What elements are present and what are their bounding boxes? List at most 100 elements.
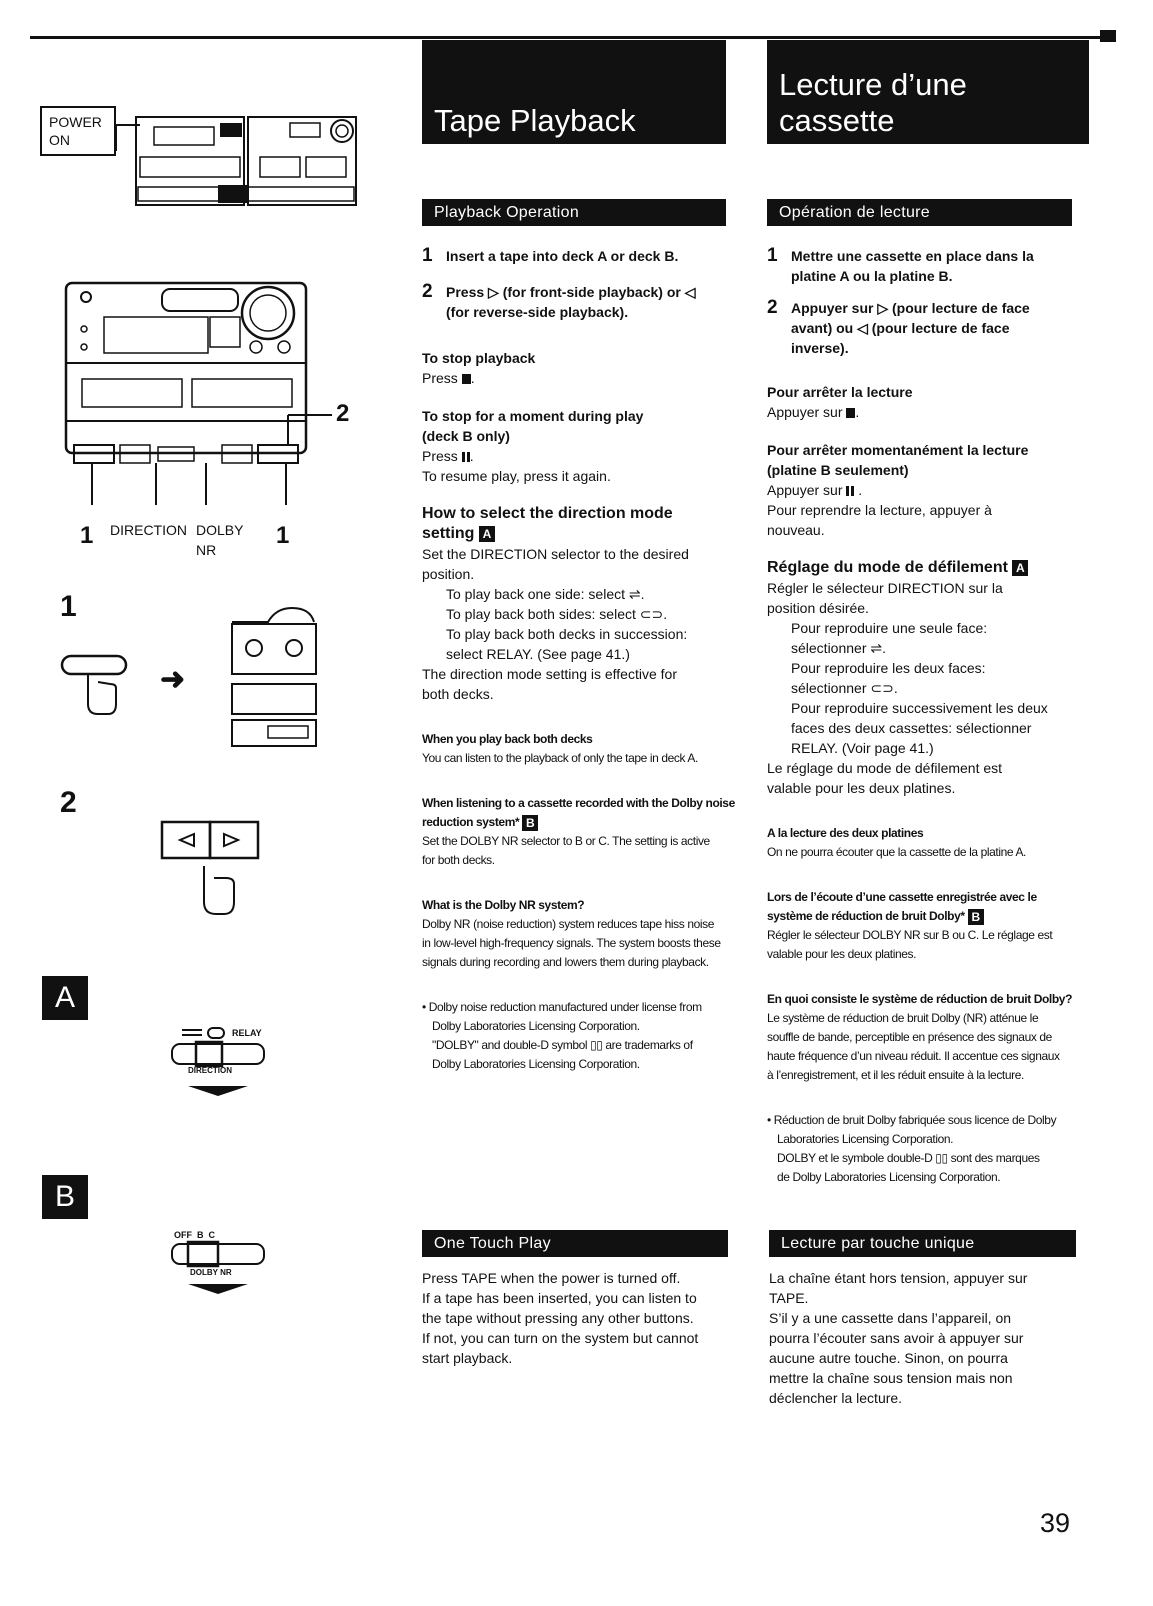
en-dir-head-2-text: setting xyxy=(422,525,475,542)
on-text: ON xyxy=(49,132,70,148)
en-dolby-body-1: Set the DOLBY NR selector to B or C. The… xyxy=(422,834,710,848)
fr-dolby-box: B xyxy=(967,908,984,925)
fr-step-2-b: avant) ou ◁ (pour lecture de face xyxy=(791,320,1010,336)
cassette-deck-illustration xyxy=(64,281,332,505)
fr-dir-opt3-3: RELAY. (Voir page 41.) xyxy=(791,740,934,756)
en-dir-body-1: Set the DIRECTION selector to the desire… xyxy=(422,546,689,562)
en-step-1-text: Insert a tape into deck A or deck B. xyxy=(446,248,679,264)
section-lecture-par-touche-unique: Lecture par touche unique xyxy=(769,1230,1076,1257)
hand-press-illustration xyxy=(60,654,128,715)
pause-icon-fr xyxy=(846,486,855,496)
fr-both-body: On ne pourra écouter que la cassette de … xyxy=(767,845,1026,859)
en-dir-head-1: How to select the direction mode xyxy=(422,505,673,522)
fr-step-1-num: 1 xyxy=(767,245,778,266)
en-whatis-body-1: Dolby NR (noise reduction) system reduce… xyxy=(422,917,715,931)
en-step-2-a: Press ▷ (for front-side playback) or ◁ xyxy=(446,284,696,300)
fr-otp-5: aucune autre touche. Sinon, on pourra xyxy=(769,1350,1008,1366)
fr-dir-effective-1: Le réglage du mode de défilement est xyxy=(767,760,1003,776)
fr-dir-box: A xyxy=(1012,559,1029,576)
en-otp-3: the tape without pressing any other butt… xyxy=(422,1310,694,1326)
en-dir-opt3-1: To play back both decks in succession: xyxy=(446,626,688,642)
fr-dir-opt3-2: faces des deux cassettes: sélectionner xyxy=(791,720,1032,736)
en-otp-5: start playback. xyxy=(422,1350,513,1366)
fr-otp-4: pourra l’écouter sans avoir à appuyer su… xyxy=(769,1330,1024,1346)
fr-pause-press: Appuyer sur xyxy=(767,482,843,498)
fr-pause-resume-1: Pour reprendre la lecture, appuyer à xyxy=(767,502,992,518)
en-otp-1: Press TAPE when the power is turned off. xyxy=(422,1270,681,1286)
title-en: Tape Playback xyxy=(434,103,636,138)
en-whatis-body-2: in low-level high-frequency signals. The… xyxy=(422,936,721,950)
en-pause-body: Press . xyxy=(422,448,474,464)
fr-otp-1: La chaîne étant hors tension, appuyer su… xyxy=(769,1270,1028,1286)
fr-pause-head-2: (platine B seulement) xyxy=(767,462,909,478)
fr-whatis-body-1: Le système de réduction de bruit Dolby (… xyxy=(767,1011,1039,1025)
callout-2: 2 xyxy=(336,400,350,427)
en-step-1-num: 1 xyxy=(422,245,433,266)
en-note-1: • Dolby noise reduction manufactured und… xyxy=(422,1000,702,1014)
en-step-1: 1 Insert a tape into deck A or deck B. xyxy=(422,246,742,266)
fr-step-2-c: inverse). xyxy=(791,340,849,356)
stop-icon xyxy=(461,374,471,384)
en-dolby-head-2-text: reduction system* xyxy=(422,815,520,829)
nr-label: NR xyxy=(196,542,217,558)
cassette-insert-illustration xyxy=(231,606,317,747)
fr-dir-body-2: position désirée. xyxy=(767,600,869,616)
fr-dolby-head-1: Lors de l’écoute d’une cassette enregist… xyxy=(767,890,1037,904)
en-dolby-body-2: for both decks. xyxy=(422,853,495,867)
en-whatis-body-3: signals during recording and lowers them… xyxy=(422,955,709,969)
fr-dolby-head-2-text: système de réduction de bruit Dolby* xyxy=(767,909,965,923)
callout-1-right: 1 xyxy=(276,522,290,549)
en-dolby-box: B xyxy=(522,814,539,831)
en-both-body: You can listen to the playback of only t… xyxy=(422,751,698,765)
fr-otp-7: déclencher la lecture. xyxy=(769,1390,903,1406)
fr-dir-effective-2: valable pour les deux platines. xyxy=(767,780,956,796)
top-rule xyxy=(30,36,1116,39)
fr-whatis-body-3: haute fréquence d’un niveau réduit. Il a… xyxy=(767,1049,1060,1063)
en-step-2-text: Press ▷ (for front-side playback) or ◁(f… xyxy=(446,282,742,322)
en-pause-resume: To resume play, press it again. xyxy=(422,468,611,484)
en-note-3: "DOLBY" and double-D symbol ▯▯ are trade… xyxy=(432,1038,693,1052)
fr-note-3: DOLBY et le symbole double-D ▯▯ sont des… xyxy=(777,1151,1040,1165)
direction-selector-illustration xyxy=(171,1027,265,1096)
en-dir-opt1: To play back one side: select ⇌. xyxy=(446,586,645,602)
fr-whatis-head: En quoi consiste le système de réduction… xyxy=(767,992,1072,1006)
fr-both-head: A la lecture des deux platines xyxy=(767,826,924,840)
en-dir-body-2: position. xyxy=(422,566,475,582)
fr-dir-opt3-1: Pour reproduire successivement les deux xyxy=(791,700,1048,716)
dolby-label: DOLBY xyxy=(196,522,244,538)
en-step-2-num: 2 xyxy=(422,281,433,302)
fr-dir-opt1-1: Pour reproduire une seule face: xyxy=(791,620,988,636)
fr-dir-opt1-2: sélectionner ⇌. xyxy=(791,640,886,656)
dolby-nr-small-label: DOLBY NR xyxy=(190,1268,232,1277)
title-en-block: Tape Playback xyxy=(422,40,726,144)
power-on-label: POWER ON xyxy=(40,106,116,156)
en-stop-body: Press . xyxy=(422,370,475,386)
direction-label: DIRECTION xyxy=(110,522,187,538)
en-note-4: Dolby Laboratories Licensing Corporation… xyxy=(432,1057,640,1071)
en-one-touch-body: Press TAPE when the power is turned off.… xyxy=(422,1268,742,1368)
fr-dir-opt2-1: Pour reproduire les deux faces: xyxy=(791,660,986,676)
play-buttons-illustration xyxy=(160,820,260,915)
stop-icon-fr xyxy=(846,408,856,418)
en-stop-press: Press xyxy=(422,370,458,386)
fr-stop-body: Appuyer sur . xyxy=(767,404,860,420)
fr-note-1: • Réduction de bruit Dolby fabriquée sou… xyxy=(767,1113,1057,1127)
fr-stop-head: Pour arrêter la lecture xyxy=(767,384,913,400)
off-b-c-label: OFF B C xyxy=(174,1230,215,1240)
fr-dolby-body-2: valable pour les deux platines. xyxy=(767,947,917,961)
en-dir-box: A xyxy=(478,525,495,542)
power-text: POWER xyxy=(49,114,102,130)
en-dir-head-2: setting A xyxy=(422,524,742,544)
en-dir-opt3-2: select RELAY. (See page 41.) xyxy=(446,646,630,662)
fr-dir-head-text: Réglage du mode de défilement xyxy=(767,559,1008,576)
fr-whatis-body-2: souffle de bande, perceptible en présenc… xyxy=(767,1030,1052,1044)
en-step-2: 2 Press ▷ (for front-side playback) or ◁… xyxy=(422,282,742,322)
title-fr-block: Lecture d’une cassette xyxy=(767,40,1089,144)
box-b-label: B xyxy=(42,1175,88,1219)
fr-pause-body: Appuyer sur . xyxy=(767,482,863,498)
